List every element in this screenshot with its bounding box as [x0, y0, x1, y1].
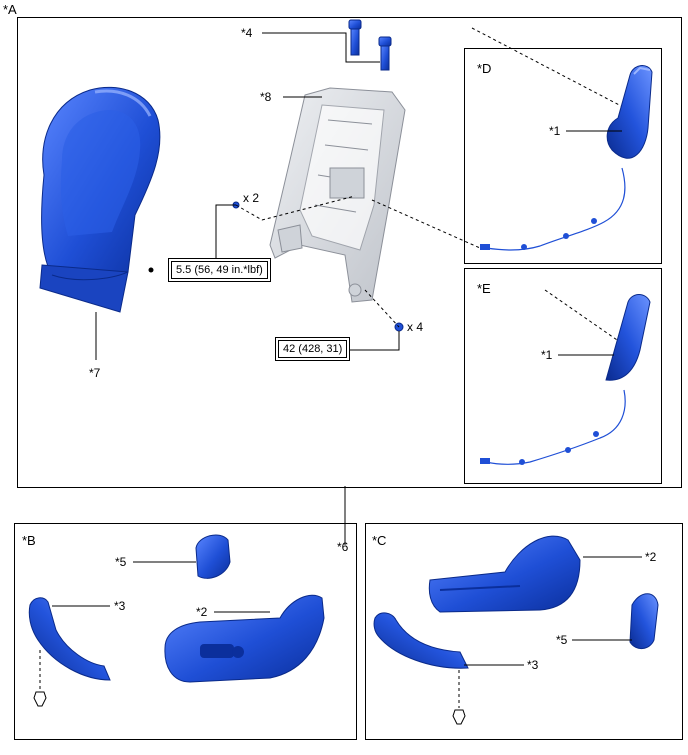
torque-small-value: 5.5 (56, 49 in.*lbf): [171, 261, 268, 279]
torque-box-large: 42 (428, 31): [275, 337, 351, 361]
panel-a: [17, 17, 682, 488]
label-d: *D: [477, 61, 492, 76]
clip-c: [452, 709, 466, 725]
label-5c: *5: [556, 633, 568, 647]
label-2b: *2: [196, 605, 208, 619]
label-6: *6: [337, 540, 349, 554]
label-3c: *3: [527, 658, 539, 672]
panel-b: [14, 523, 357, 740]
label-4: *4: [241, 26, 253, 40]
part-3-c: [373, 612, 469, 669]
clip-b: [33, 691, 47, 707]
side-airbag-e: [480, 294, 651, 465]
label-c: *C: [372, 533, 387, 548]
leader-torque-large: [349, 331, 400, 351]
panel-d: [464, 48, 662, 264]
torque-large-value: 42 (428, 31): [278, 340, 348, 358]
part-5-c: [629, 593, 659, 649]
leader-4: [262, 32, 380, 63]
label-1e: *1: [541, 348, 553, 362]
label-8: *8: [260, 90, 272, 104]
label-2c: *2: [645, 550, 657, 564]
label-5b: *5: [115, 555, 127, 569]
torque-box-small: 5.5 (56, 49 in.*lbf): [168, 258, 271, 282]
label-a: *A: [3, 2, 17, 17]
part-2-c: [428, 535, 581, 613]
panel-c: [365, 523, 683, 740]
leader-torque-small: [215, 204, 236, 258]
clip-dot: [148, 267, 154, 273]
label-3b: *3: [114, 599, 126, 613]
part-3-b: [28, 597, 111, 681]
part-2-b: [164, 594, 325, 683]
seatback-cushion: [39, 86, 161, 313]
bolt-small-path: [235, 195, 356, 221]
label-e: *E: [477, 281, 491, 296]
part-5-b: [195, 534, 231, 579]
headrest-guides: [348, 19, 392, 71]
qty-small: x 2: [243, 191, 260, 205]
label-7: *7: [89, 366, 101, 380]
bolt-large-path: [364, 289, 400, 328]
side-airbag-d: [480, 65, 653, 251]
seatback-frame: [269, 87, 406, 303]
label-1d: *1: [549, 124, 561, 138]
label-b: *B: [22, 533, 36, 548]
panel-e: [464, 268, 662, 484]
qty-large: x 4: [407, 320, 424, 334]
